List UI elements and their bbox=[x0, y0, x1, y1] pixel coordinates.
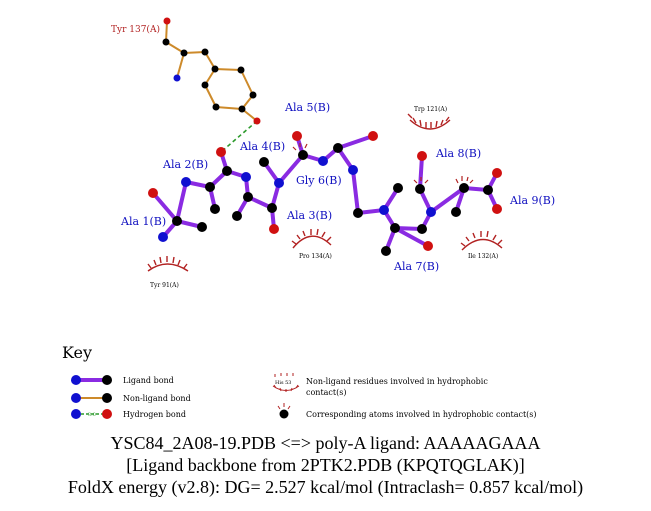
key-hbond-length: 3.0 bbox=[88, 412, 96, 418]
label-gly6: Gly 6(B) bbox=[296, 174, 342, 187]
ligand-atoms bbox=[148, 131, 502, 256]
key-hydrophobic-residue-icon bbox=[272, 373, 300, 392]
label-ala9: Ala 9(B) bbox=[509, 194, 555, 207]
label-ala7: Ala 7(B) bbox=[393, 260, 439, 273]
hydrophobic-contact-tyr91 bbox=[147, 256, 189, 272]
caption-line-1: YSC84_2A08-19.PDB <=> poly-A ligand: AAA… bbox=[110, 433, 541, 453]
key-nonligand-residues-2: contact(s) bbox=[306, 388, 346, 397]
hydrogen-bond bbox=[220, 120, 258, 153]
key-his-example: His 53 bbox=[275, 380, 291, 386]
caption-line-3: FoldX energy (v2.8): DG= 2.527 kcal/mol … bbox=[67, 477, 584, 497]
hydrophobic-contact-pro134 bbox=[291, 228, 332, 249]
tyr137-atoms bbox=[162, 17, 261, 125]
hydrophobic-contact-ile132 bbox=[460, 230, 503, 251]
hydrophobic-contact-trp121 bbox=[407, 113, 451, 130]
label-ala1: Ala 1(B) bbox=[120, 215, 166, 228]
key-corresponding-atoms: Corresponding atoms involved in hydropho… bbox=[306, 410, 537, 419]
label-trp121: Trp 121(A) bbox=[414, 106, 447, 113]
key-hydrogen-bond: Hydrogen bond bbox=[123, 410, 186, 419]
label-tyr137: Tyr 137(A) bbox=[111, 24, 160, 35]
key-corresponding-atom-icon bbox=[277, 403, 291, 419]
key-nonligand-bond: Non-ligand bond bbox=[123, 394, 191, 403]
key-ligand-bond: Ligand bond bbox=[123, 376, 174, 385]
caption-line-2: [Ligand backbone from 2PTK2.PDB (KPQTQGL… bbox=[126, 455, 525, 475]
key-title: Key bbox=[62, 343, 92, 362]
key-nonligand-residues-1: Non-ligand residues involved in hydropho… bbox=[306, 377, 488, 386]
label-tyr91: Tyr 91(A) bbox=[150, 282, 179, 289]
label-ala3: Ala 3(B) bbox=[286, 209, 332, 222]
label-pro134: Pro 134(A) bbox=[299, 253, 332, 260]
label-ala8: Ala 8(B) bbox=[435, 147, 481, 160]
label-ala4: Ala 4(B) bbox=[239, 140, 285, 153]
atom-contact-spokes bbox=[292, 143, 474, 184]
label-ala2: Ala 2(B) bbox=[162, 158, 208, 171]
label-ile132: Ile 132(A) bbox=[468, 253, 498, 260]
label-ala5: Ala 5(B) bbox=[284, 101, 330, 114]
